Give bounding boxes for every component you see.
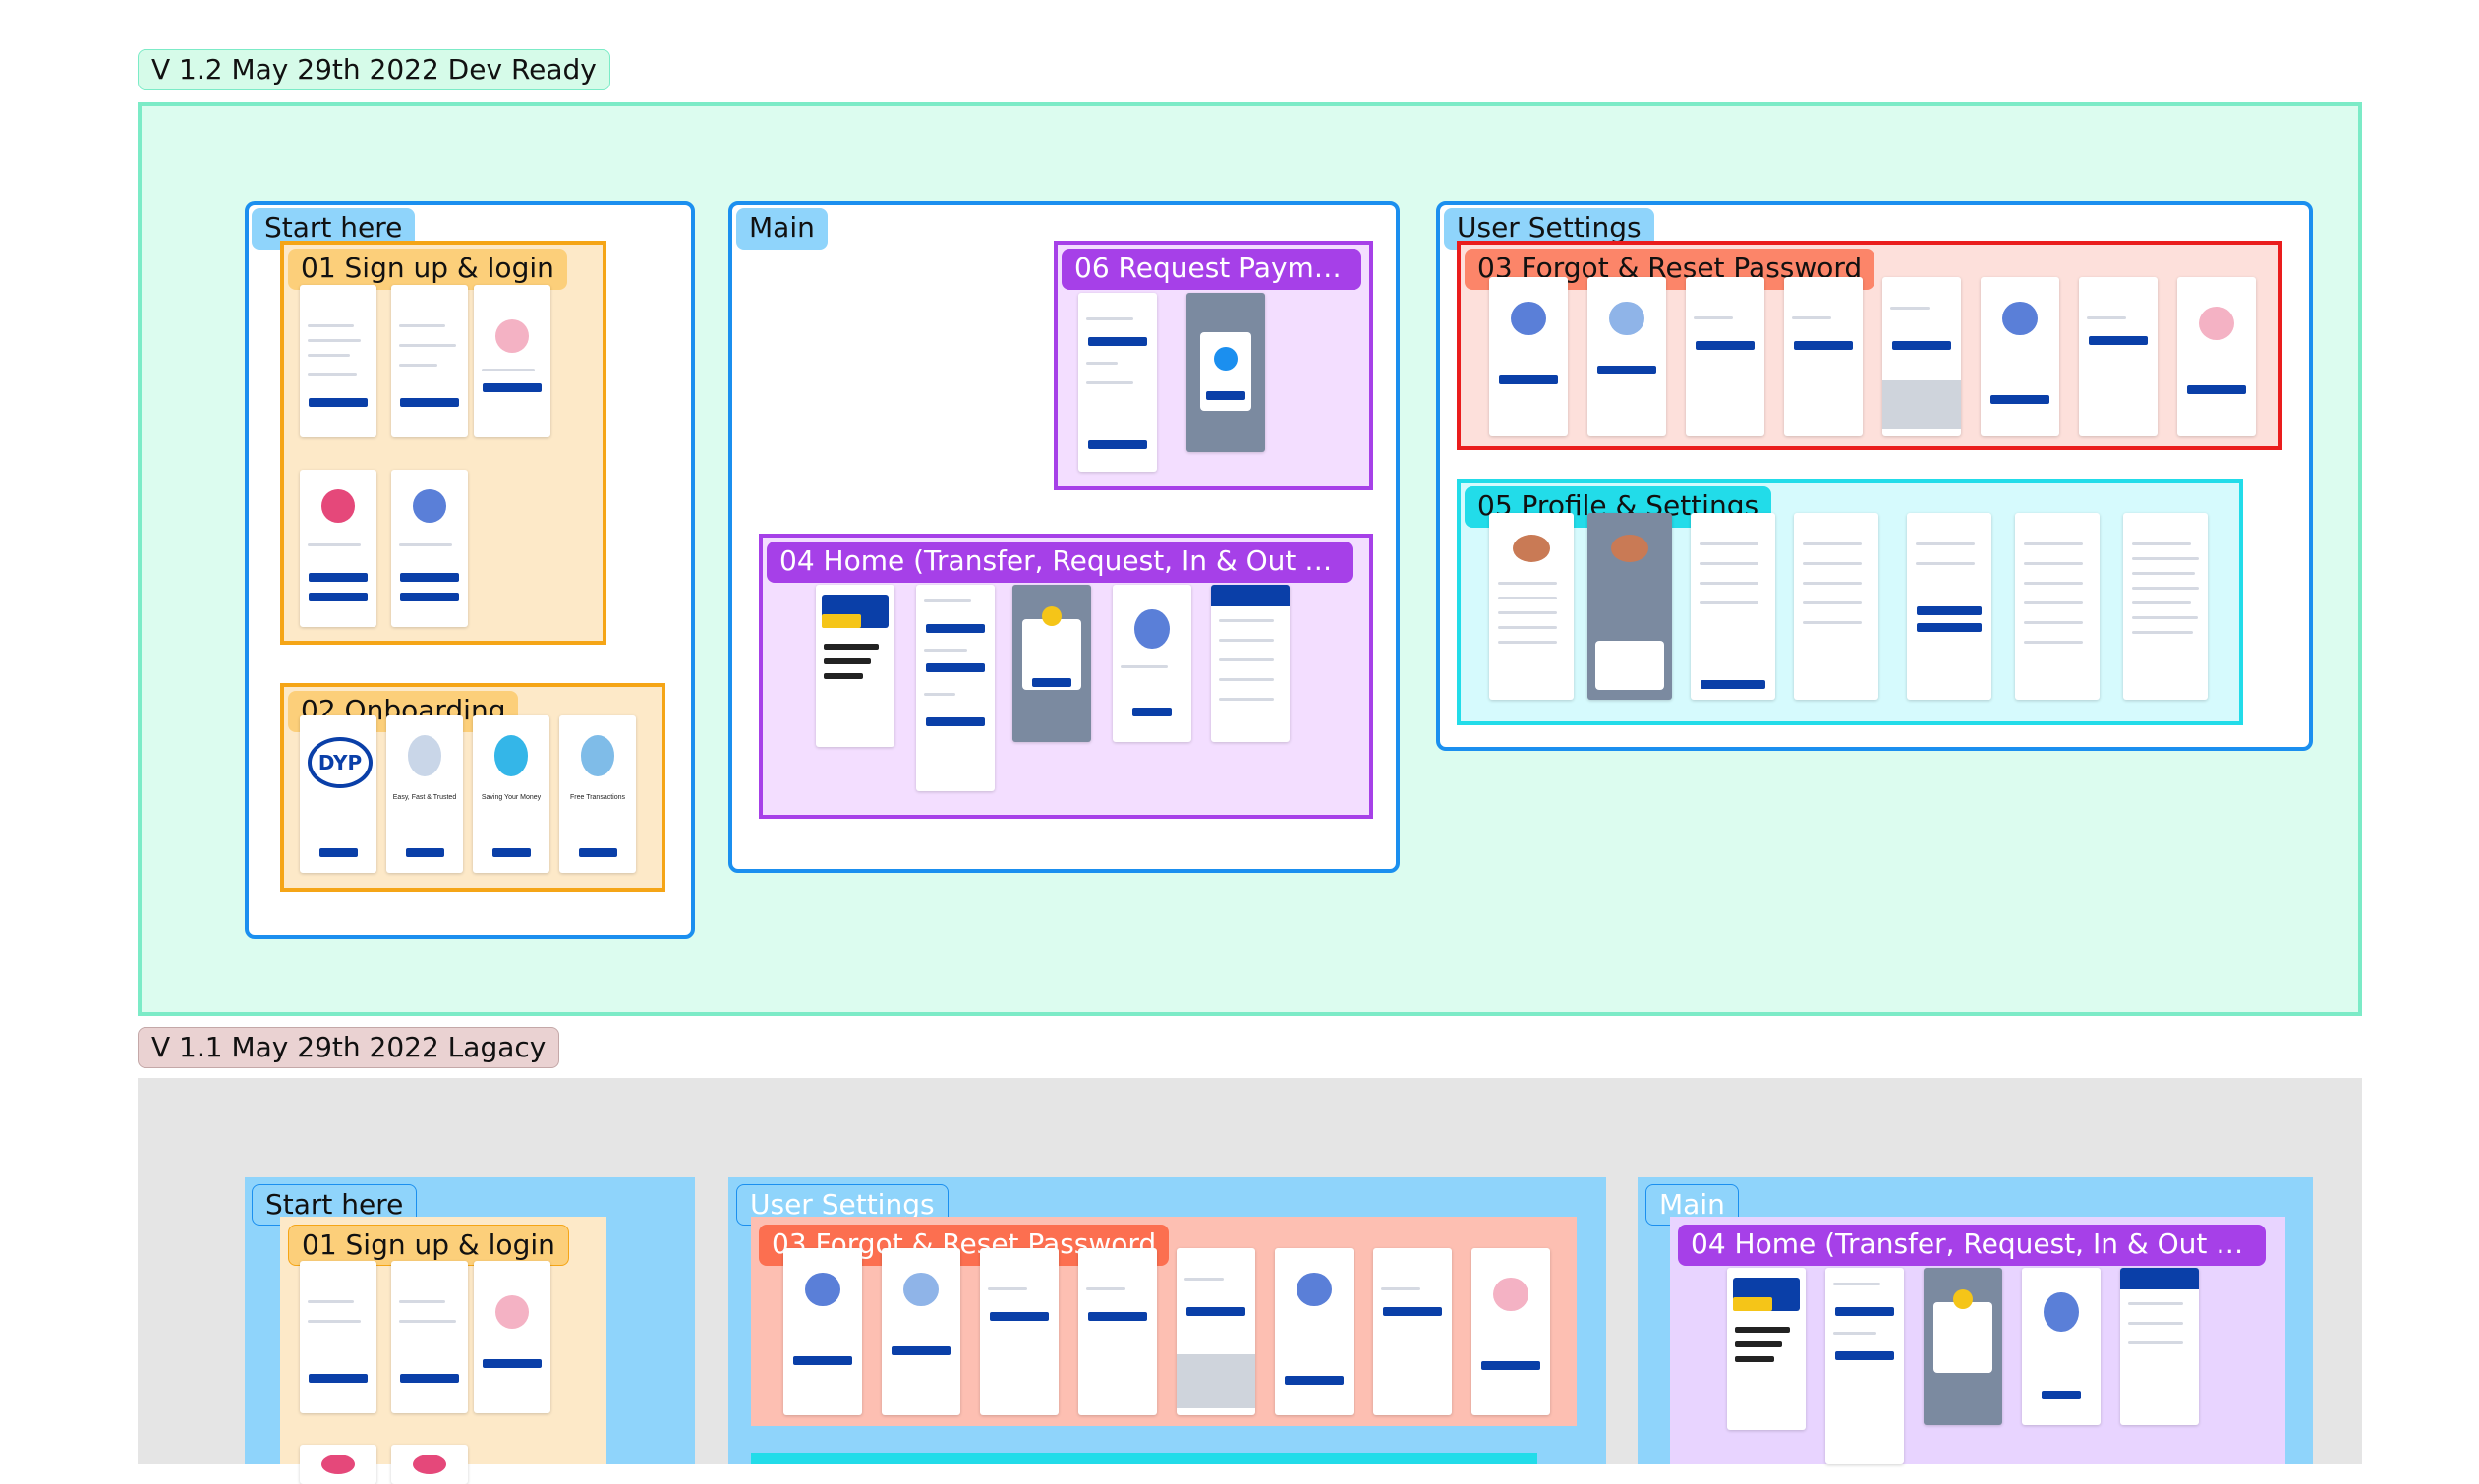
screen-signup-3[interactable] xyxy=(474,285,550,437)
screen-signup-legacy-2[interactable] xyxy=(391,1261,468,1413)
screen-profile-5[interactable] xyxy=(1907,513,1991,700)
dyp-logo: DYP xyxy=(308,737,373,788)
screen-request-payment-1[interactable] xyxy=(1078,293,1157,472)
group-home-legacy-label[interactable]: 04 Home (Transfer, Request, In & Out Pa.… xyxy=(1678,1225,2266,1266)
screen-onboarding-2[interactable]: Saving Your Money xyxy=(473,715,549,873)
screen-forgot-legacy-5[interactable] xyxy=(1177,1248,1255,1415)
screen-profile-3[interactable] xyxy=(1691,513,1775,700)
screen-forgot-8[interactable] xyxy=(2177,277,2256,436)
screen-home-legacy-4[interactable] xyxy=(2022,1268,2101,1425)
group-signup-login-legacy-label[interactable]: 01 Sign up & login xyxy=(288,1225,569,1266)
screen-profile-6[interactable] xyxy=(2015,513,2100,700)
screen-home-3[interactable] xyxy=(1012,585,1091,742)
screen-forgot-5[interactable] xyxy=(1882,277,1961,436)
version-label-v12[interactable]: V 1.2 May 29th 2022 Dev Ready xyxy=(138,49,610,90)
screen-home-2[interactable] xyxy=(916,585,995,791)
onboarding-caption-3: Free Transactions xyxy=(569,794,626,801)
group-profile-settings-legacy[interactable] xyxy=(751,1453,1537,1464)
screen-forgot-legacy-2[interactable] xyxy=(882,1248,960,1415)
screen-signup-2[interactable] xyxy=(391,285,468,437)
section-main-label[interactable]: Main xyxy=(736,208,828,250)
screen-profile-1[interactable] xyxy=(1489,513,1574,700)
screen-forgot-legacy-1[interactable] xyxy=(783,1248,862,1415)
screen-forgot-3[interactable] xyxy=(1686,277,1764,436)
screen-home-4[interactable] xyxy=(1113,585,1191,742)
screen-profile-4[interactable] xyxy=(1794,513,1878,700)
onboarding-caption-2: Saving Your Money xyxy=(481,794,542,801)
screen-forgot-legacy-4[interactable] xyxy=(1078,1248,1157,1415)
screen-forgot-1[interactable] xyxy=(1489,277,1568,436)
screen-signup-legacy-1[interactable] xyxy=(300,1261,376,1413)
screen-forgot-7[interactable] xyxy=(2079,277,2158,436)
version-label-v11[interactable]: V 1.1 May 29th 2022 Lagacy xyxy=(138,1027,560,1068)
screen-onboarding-logo[interactable]: DYP xyxy=(300,715,376,873)
screen-home-legacy-2[interactable] xyxy=(1825,1268,1904,1464)
screen-signup-legacy-4[interactable] xyxy=(300,1445,376,1484)
screen-onboarding-1[interactable]: Easy, Fast & Trusted xyxy=(386,715,463,873)
group-request-payment-label[interactable]: 06 Request Payme... xyxy=(1062,249,1361,290)
screen-signup-4[interactable] xyxy=(300,470,376,627)
screen-home-5[interactable] xyxy=(1211,585,1290,742)
screen-signup-legacy-3[interactable] xyxy=(474,1261,550,1413)
screen-forgot-2[interactable] xyxy=(1587,277,1666,436)
screen-signup-legacy-5[interactable] xyxy=(391,1445,468,1484)
screen-forgot-legacy-3[interactable] xyxy=(980,1248,1059,1415)
screen-forgot-legacy-7[interactable] xyxy=(1373,1248,1452,1415)
group-home-label[interactable]: 04 Home (Transfer, Request, In & Out Pa.… xyxy=(767,542,1353,583)
screen-signup-5[interactable] xyxy=(391,470,468,627)
onboarding-caption-1: Easy, Fast & Trusted xyxy=(392,794,457,801)
screen-forgot-4[interactable] xyxy=(1784,277,1863,436)
screen-profile-2[interactable] xyxy=(1587,513,1672,700)
group-signup-login-label[interactable]: 01 Sign up & login xyxy=(288,249,567,290)
screen-home-legacy-3[interactable] xyxy=(1924,1268,2002,1425)
screen-home-1[interactable] xyxy=(816,585,894,747)
screen-onboarding-3[interactable]: Free Transactions xyxy=(559,715,636,873)
screen-forgot-6[interactable] xyxy=(1981,277,2059,436)
screen-signup-1[interactable] xyxy=(300,285,376,437)
screen-home-legacy-5[interactable] xyxy=(2120,1268,2199,1425)
screen-forgot-legacy-8[interactable] xyxy=(1471,1248,1550,1415)
screen-forgot-legacy-6[interactable] xyxy=(1275,1248,1354,1415)
screen-request-payment-2[interactable] xyxy=(1186,293,1265,452)
screen-home-legacy-1[interactable] xyxy=(1727,1268,1806,1430)
screen-profile-7[interactable] xyxy=(2123,513,2208,700)
